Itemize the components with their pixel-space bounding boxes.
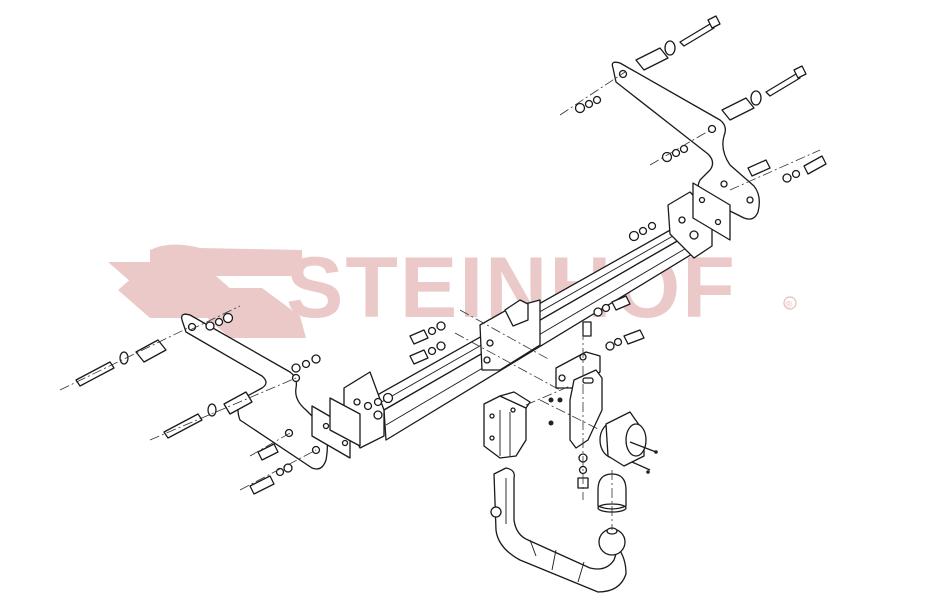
right-mounting-bracket bbox=[611, 61, 760, 241]
washer bbox=[750, 90, 762, 106]
electrical-socket bbox=[599, 411, 658, 474]
steinhof-watermark: STEINHOF ® bbox=[108, 240, 797, 338]
center-mounting-bracket bbox=[454, 299, 561, 391]
washer bbox=[207, 403, 217, 417]
assembly-axis-lines bbox=[59, 71, 821, 530]
washer bbox=[119, 351, 129, 365]
bolt bbox=[765, 65, 807, 97]
spacer-sleeve bbox=[635, 47, 669, 71]
tow-ball-neck bbox=[490, 467, 627, 593]
bolt bbox=[679, 15, 721, 47]
vertical-bolt bbox=[582, 321, 592, 337]
spacer-sleeve bbox=[135, 339, 167, 363]
registered-mark-text: ® bbox=[786, 300, 793, 310]
shim-plate-inner bbox=[329, 397, 361, 447]
fasteners bbox=[75, 15, 827, 495]
spacer-sleeve bbox=[721, 97, 755, 121]
steinhof-logo-icon bbox=[108, 244, 306, 338]
registered-mark-icon bbox=[783, 296, 797, 310]
bolt bbox=[163, 413, 203, 439]
bolt bbox=[75, 361, 115, 387]
socket-bracket bbox=[555, 351, 603, 449]
tow-ball bbox=[598, 527, 626, 556]
ball-hitch-receiver bbox=[483, 385, 571, 459]
washer bbox=[664, 40, 676, 56]
